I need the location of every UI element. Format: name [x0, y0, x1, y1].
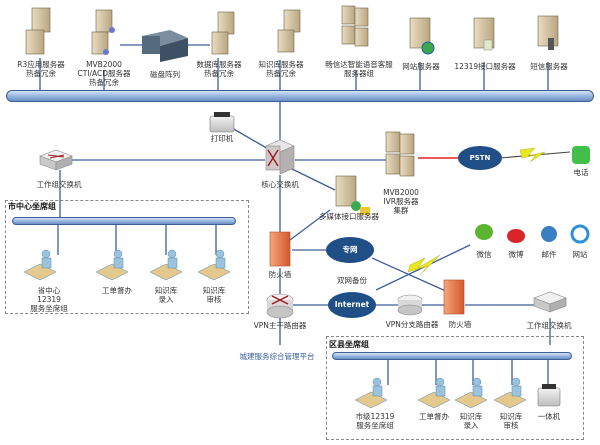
server-icon	[91, 9, 115, 55]
lightning-icon	[407, 254, 441, 276]
vpn-branch-router-icon	[397, 294, 423, 316]
seat-label: 省中心 12319 服务坐席组	[30, 286, 68, 313]
server-label: 短信服务器	[530, 62, 568, 71]
seat-icon	[197, 249, 231, 281]
social-label: 网站	[572, 250, 588, 259]
server-icon	[277, 9, 301, 53]
phone-label: 电话	[573, 168, 589, 177]
vpn-main-router-icon	[266, 293, 294, 319]
social-label: 邮件	[541, 250, 557, 259]
district-seat-bus	[332, 352, 572, 360]
lightning-icon	[519, 147, 546, 163]
district-seat-group	[326, 336, 584, 440]
seat-label: 市级12319 服务坐席组	[355, 412, 395, 430]
ivr-label: MVB2000 IVR服务器 集群	[383, 188, 419, 215]
seat-label: 知识库 录入	[154, 286, 178, 304]
workgroup-switch-label: 工作组交换机	[36, 180, 82, 189]
internet-cloud-icon	[328, 292, 376, 318]
internet-label: Internet	[334, 300, 370, 309]
private-net-label: 专网	[342, 245, 358, 254]
seat-icon	[417, 377, 451, 409]
workgroup-switch2-label: 工作组交换机	[526, 321, 572, 330]
pstn-label: PSTN	[469, 154, 491, 162]
server-label: MVB2000 CTI/ACD服务器 热备冗余	[77, 60, 131, 87]
seat-label: 知识库 录入	[459, 412, 483, 430]
firewall-right-icon	[443, 279, 465, 315]
core-switch-icon	[265, 139, 295, 175]
interface-server-icon	[473, 17, 495, 51]
server-label: 磁盘阵列	[150, 70, 180, 79]
server-label: 数据库服务器 热备冗余	[196, 60, 242, 78]
server-icon	[211, 11, 235, 55]
seat-label: 一体机	[537, 412, 561, 421]
social-label: 微信	[476, 250, 492, 259]
server-cluster-icon	[341, 5, 369, 47]
city-seat-bus	[12, 217, 236, 225]
city-group-title: 市中心坐席组	[8, 202, 56, 211]
ie-icon	[570, 224, 590, 244]
dual-backup-label: 双网备份	[337, 276, 367, 285]
workgroup-switch2-icon	[533, 291, 567, 313]
weibo-icon	[507, 229, 525, 243]
mfp-printer-icon	[537, 384, 561, 407]
district-group-title: 区县坐席组	[329, 340, 369, 349]
phone-icon	[572, 146, 590, 164]
seat-label: 知识库 审核	[499, 412, 523, 430]
social-label: 微博	[508, 250, 524, 259]
seat-label: 知识库 审核	[202, 286, 226, 304]
seat-icon	[354, 377, 388, 409]
city-seat-group	[5, 200, 249, 314]
private-net-cloud-icon	[326, 237, 374, 263]
vpn-branch-router-label: VPN分支路由器	[385, 320, 439, 329]
web-server-icon	[409, 17, 435, 55]
seat-icon	[493, 377, 527, 409]
server-icon	[25, 7, 51, 55]
server-label: R3应用服务器 热备冗余	[17, 60, 65, 78]
firewall-left-label: 防火墙	[268, 270, 292, 279]
seat-icon	[95, 249, 129, 281]
workgroup-switch-icon	[39, 149, 73, 171]
server-label: 畅信达智能语音客服 服务器组	[325, 60, 393, 78]
sms-server-icon	[537, 15, 559, 50]
core-switch-label: 核心交换机	[261, 180, 299, 189]
seat-icon	[454, 377, 488, 409]
server-label: 12319接口服务器	[454, 62, 516, 71]
seat-icon	[149, 249, 183, 281]
multimedia-server-label: 多媒体接口服务器	[319, 212, 379, 221]
seat-label: 工单督办	[102, 286, 132, 295]
firewall-left-icon	[269, 231, 291, 267]
seat-label: 工单督办	[419, 412, 449, 421]
main-network-bus	[6, 90, 594, 102]
email-icon	[541, 226, 557, 242]
printer-label: 打印机	[210, 134, 234, 143]
server-label: 知识库服务器 热备冗余	[258, 60, 304, 78]
server-label: 网站服务器	[402, 62, 440, 71]
multimedia-server-icon	[335, 175, 370, 215]
printer-icon	[209, 112, 235, 133]
disk-array-icon	[142, 30, 188, 62]
pstn-cloud-icon	[458, 146, 502, 170]
wechat-icon	[475, 224, 493, 240]
ivr-cluster-icon	[385, 131, 415, 177]
platform-label: 城建服务综合管理平台	[239, 352, 315, 361]
firewall-right-label: 防火墙	[448, 320, 472, 329]
vpn-main-router-label: VPN主干路由器	[253, 321, 307, 330]
seat-icon	[23, 249, 57, 281]
